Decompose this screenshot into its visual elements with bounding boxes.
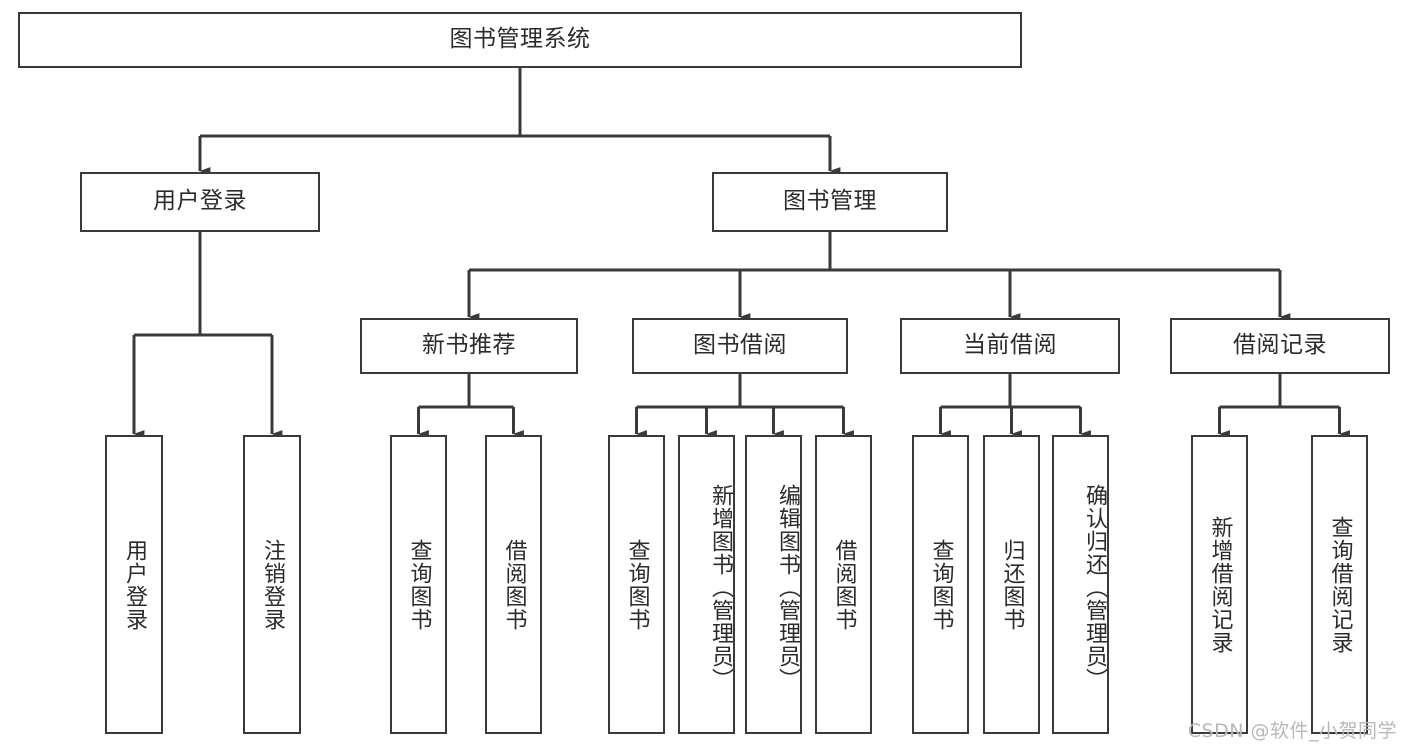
node-label: 编辑图书（管理员） xyxy=(775,484,800,691)
leaf-current-confirm-return-admin[interactable]: 确认归还（管理员） xyxy=(1052,435,1109,734)
node-root[interactable]: 图书管理系统 xyxy=(18,12,1022,68)
node-label: 当前借阅 xyxy=(963,332,1057,359)
leaf-current-return-book[interactable]: 归还图书 xyxy=(983,435,1040,734)
leaf-borrow-borrow-book[interactable]: 借阅图书 xyxy=(815,435,872,734)
node-label: 图书借阅 xyxy=(693,332,787,359)
leaf-logout[interactable]: 注销登录 xyxy=(243,435,301,734)
node-current-borrow[interactable]: 当前借阅 xyxy=(900,318,1120,374)
node-label: 图书管理系统 xyxy=(449,26,591,53)
node-user-login[interactable]: 用户登录 xyxy=(80,172,320,232)
node-label: 注销登录 xyxy=(259,538,285,631)
node-label: 借阅图书 xyxy=(831,538,857,631)
leaf-new-borrow-book[interactable]: 借阅图书 xyxy=(485,435,542,734)
leaf-borrow-query-book[interactable]: 查询图书 xyxy=(608,435,665,734)
node-book-borrow[interactable]: 图书借阅 xyxy=(632,318,848,374)
node-label: 借阅记录 xyxy=(1233,332,1327,359)
leaf-current-query-book[interactable]: 查询图书 xyxy=(912,435,969,734)
csdn-watermark: CSDN @软件_小贺同学 xyxy=(1187,720,1397,742)
leaf-user-login[interactable]: 用户登录 xyxy=(105,435,163,734)
node-book-management[interactable]: 图书管理 xyxy=(712,172,948,232)
leaf-borrow-edit-book-admin[interactable]: 编辑图书（管理员） xyxy=(745,435,802,734)
node-label: 查询图书 xyxy=(624,538,650,631)
node-label: 新增借阅记录 xyxy=(1207,515,1233,654)
node-new-book-recommend[interactable]: 新书推荐 xyxy=(360,318,578,374)
node-label: 图书管理 xyxy=(783,188,877,215)
node-borrow-records[interactable]: 借阅记录 xyxy=(1170,318,1390,374)
node-label: 查询图书 xyxy=(406,538,432,631)
node-label: 借阅图书 xyxy=(501,538,527,631)
node-label: 新增图书（管理员） xyxy=(708,484,733,691)
node-label: 用户登录 xyxy=(121,538,147,631)
node-label: 查询图书 xyxy=(928,538,954,631)
node-label: 归还图书 xyxy=(999,538,1025,631)
leaf-record-query[interactable]: 查询借阅记录 xyxy=(1311,435,1368,734)
node-label: 用户登录 xyxy=(153,188,247,215)
node-label: 确认归还（管理员） xyxy=(1082,484,1107,691)
leaf-new-query-book[interactable]: 查询图书 xyxy=(390,435,447,734)
node-label: 查询借阅记录 xyxy=(1327,515,1353,654)
leaf-borrow-add-book-admin[interactable]: 新增图书（管理员） xyxy=(678,435,735,734)
leaf-record-add[interactable]: 新增借阅记录 xyxy=(1191,435,1248,734)
node-label: 新书推荐 xyxy=(422,332,516,359)
